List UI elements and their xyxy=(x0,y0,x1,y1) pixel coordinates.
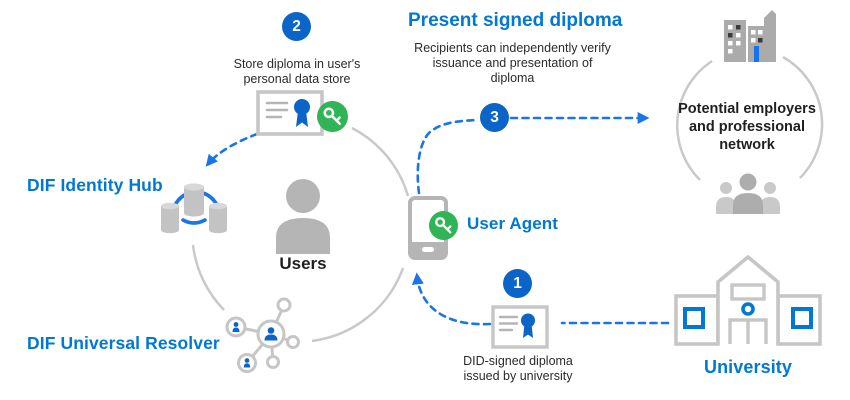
present-signed-diploma-title: Present signed diploma xyxy=(408,10,623,31)
step-1-badge: 1 xyxy=(503,269,532,298)
certificate-ribbon-icon xyxy=(491,305,549,349)
step-1-caption: DID-signed diploma issued by university xyxy=(463,354,573,383)
key-icon xyxy=(317,101,348,132)
database-cylinders-sync-icon xyxy=(161,183,227,234)
users-label: Users xyxy=(279,254,327,273)
dif-identity-hub-label: DIF Identity Hub xyxy=(27,175,163,195)
step-2-badge: 2 xyxy=(282,12,311,41)
office-buildings-icon xyxy=(724,10,776,62)
arrow-diploma-to-agent xyxy=(411,272,492,326)
key-icon xyxy=(429,211,458,240)
certificate-ribbon-icon xyxy=(256,90,324,136)
users-cycle-arc xyxy=(191,126,410,343)
network-graph-icon xyxy=(225,297,300,373)
arrow-store-to-hub xyxy=(205,132,259,167)
people-group-icon xyxy=(716,173,780,214)
university-building-icon xyxy=(674,255,822,346)
step-2-caption: Store diploma in user's personal data st… xyxy=(233,57,361,86)
employers-circle-arc xyxy=(676,55,824,181)
arrow-agent-to-step3 xyxy=(416,118,478,195)
person-icon xyxy=(276,179,330,254)
dif-universal-resolver-label: DIF Universal Resolver xyxy=(27,333,220,353)
employers-label: Potential employers and professional net… xyxy=(678,101,816,154)
user-agent-label: User Agent xyxy=(467,214,559,233)
step-3-badge: 3 xyxy=(480,103,509,132)
university-label: University xyxy=(703,357,793,377)
present-signed-diploma-subtitle: Recipients can independently verify issu… xyxy=(414,41,611,85)
